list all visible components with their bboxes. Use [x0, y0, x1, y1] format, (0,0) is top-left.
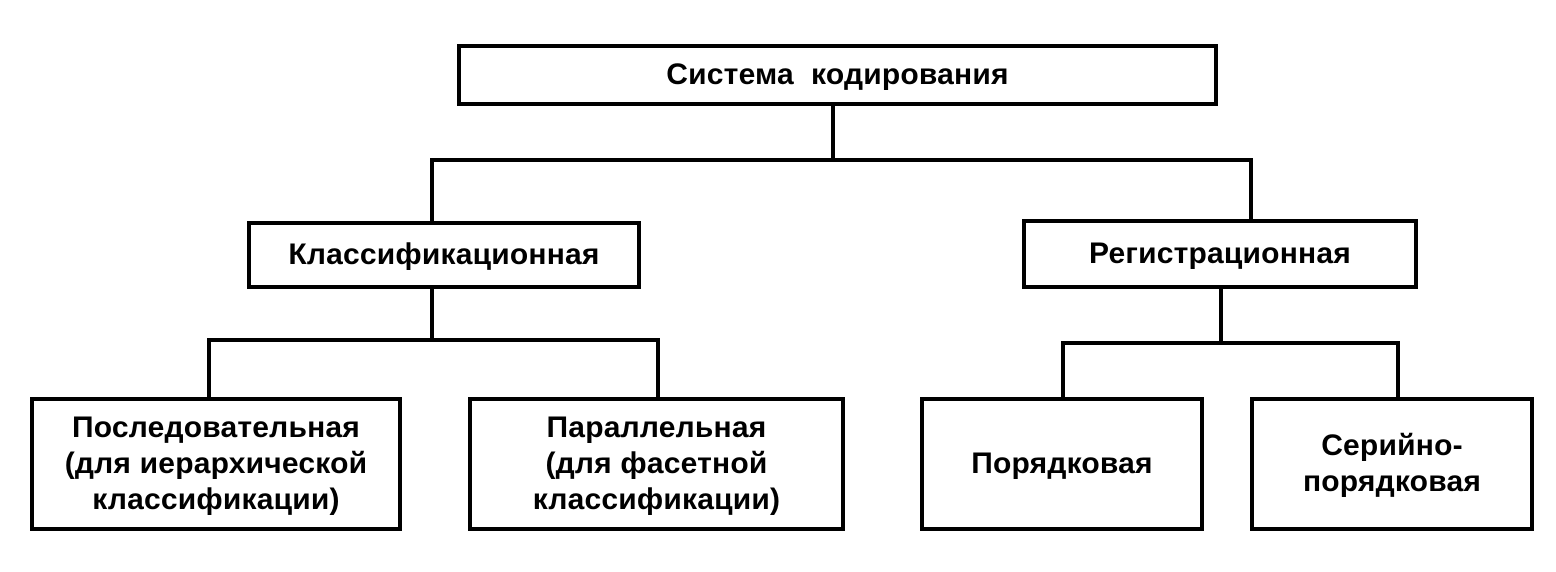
sequential-label: Последовательная (для иерархической клас…: [64, 411, 368, 516]
ordinal-label: Порядковая: [971, 447, 1153, 480]
root-box: Система кодирования: [457, 44, 1218, 106]
classification-label: Классификационная: [288, 238, 600, 271]
serial-ordinal-label: Серийно- порядковая: [1302, 429, 1482, 498]
root-label: Система кодирования: [666, 58, 1009, 91]
sequential-box: Последовательная (для иерархической клас…: [30, 397, 402, 531]
registration-box: Регистрационная: [1022, 219, 1418, 289]
registration-label: Регистрационная: [1089, 237, 1351, 270]
classification-box: Классификационная: [247, 221, 641, 289]
serial-ordinal-box: Серийно- порядковая: [1250, 397, 1534, 531]
parallel-label: Параллельная (для фасетной классификации…: [532, 411, 781, 516]
ordinal-box: Порядковая: [920, 397, 1204, 531]
parallel-box: Параллельная (для фасетной классификации…: [468, 397, 845, 531]
